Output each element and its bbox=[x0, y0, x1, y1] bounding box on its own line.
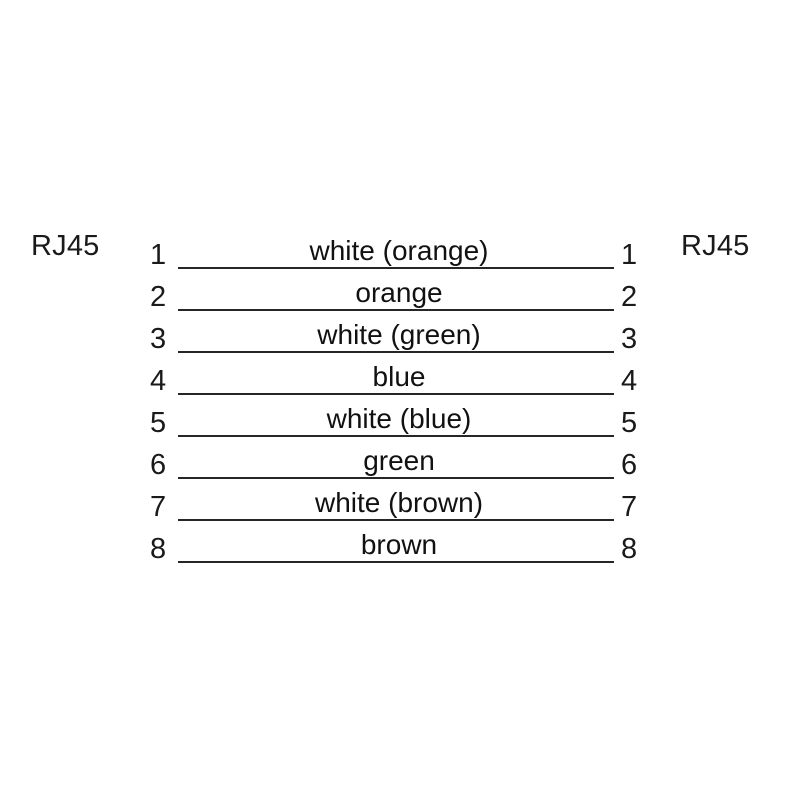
right-pin-number: 4 bbox=[621, 365, 638, 397]
wire-color-label: blue bbox=[372, 361, 426, 392]
wire-line bbox=[178, 435, 614, 437]
left-connector-label: RJ45 bbox=[31, 230, 100, 262]
wire-color-label: white (orange) bbox=[309, 235, 489, 266]
left-pin-number: 8 bbox=[150, 533, 167, 565]
right-pin-number: 1 bbox=[621, 239, 638, 271]
wire-color-label: orange bbox=[355, 277, 443, 308]
left-pin-number: 2 bbox=[150, 281, 167, 313]
left-pin-number: 7 bbox=[150, 491, 167, 523]
wire-line bbox=[178, 477, 614, 479]
wire-color-label: green bbox=[363, 445, 435, 476]
right-pin-number: 5 bbox=[621, 407, 638, 439]
right-pin-number: 7 bbox=[621, 491, 638, 523]
wire-line bbox=[178, 519, 614, 521]
left-pin-number: 5 bbox=[150, 407, 167, 439]
wire-line bbox=[178, 267, 614, 269]
wire-color-label: white (blue) bbox=[326, 403, 472, 434]
right-pin-number: 6 bbox=[621, 449, 638, 481]
right-pin-number: 2 bbox=[621, 281, 638, 313]
wire-color-label: white (green) bbox=[317, 319, 481, 350]
right-pin-number: 8 bbox=[621, 533, 638, 565]
wire-color-label: white (brown) bbox=[314, 487, 484, 518]
wire-line bbox=[178, 561, 614, 563]
wire-line bbox=[178, 309, 614, 311]
left-pin-number: 4 bbox=[150, 365, 167, 397]
wire-color-label: brown bbox=[360, 529, 438, 560]
right-pin-number: 3 bbox=[621, 323, 638, 355]
left-pin-number: 3 bbox=[150, 323, 167, 355]
wire-line bbox=[178, 393, 614, 395]
wire-line bbox=[178, 351, 614, 353]
left-pin-number: 6 bbox=[150, 449, 167, 481]
left-pin-number: 1 bbox=[150, 239, 167, 271]
right-connector-label: RJ45 bbox=[681, 230, 750, 262]
